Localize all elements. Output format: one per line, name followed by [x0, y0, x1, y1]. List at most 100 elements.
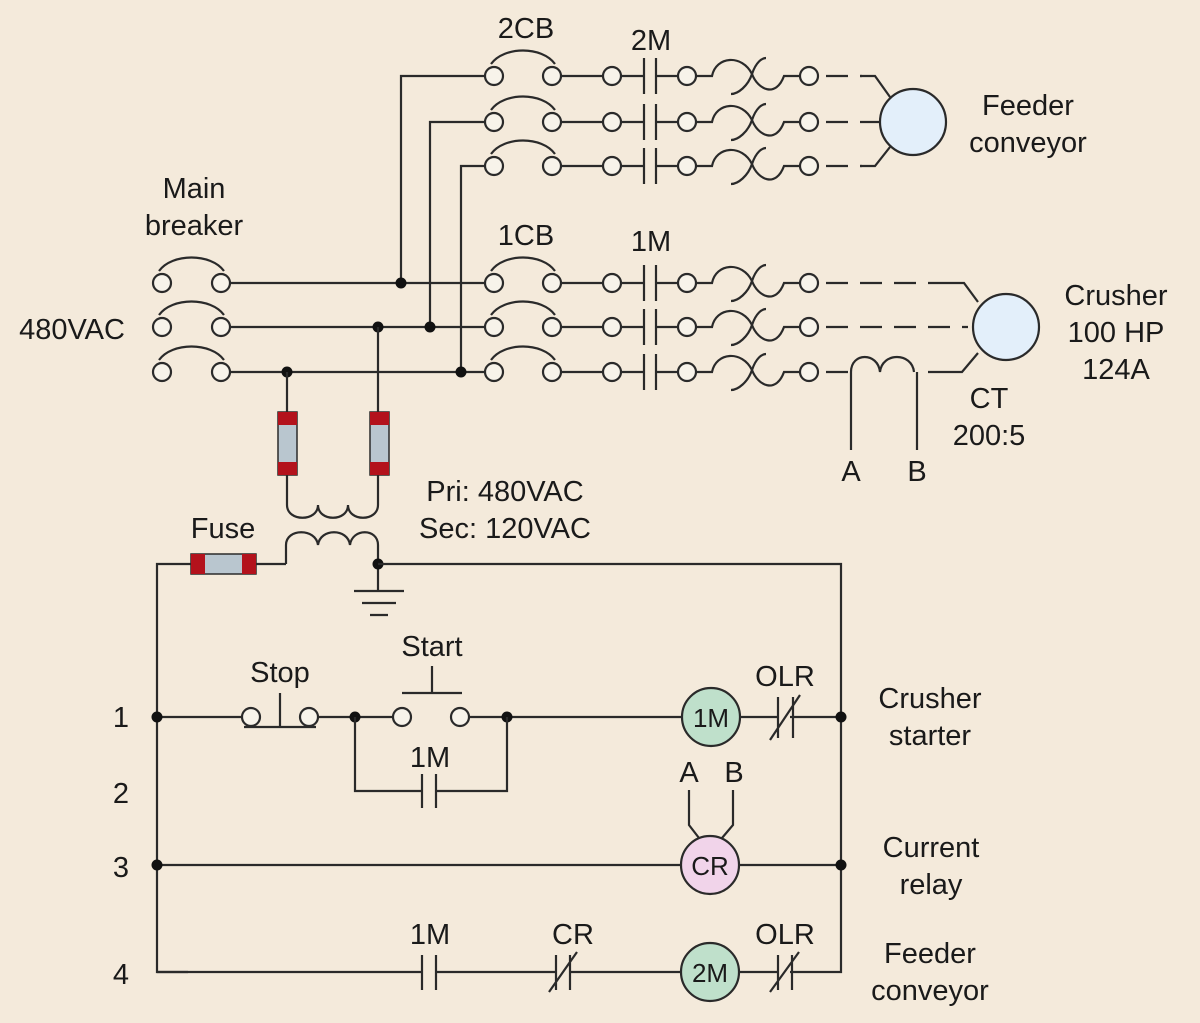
- control-fuse: [190, 553, 257, 575]
- rung-number-3: 3: [113, 852, 129, 884]
- junction-dot: [151, 711, 163, 723]
- transformer-primary-label: Pri: 480VAC: [426, 476, 583, 508]
- coil-2m-label: 2M: [692, 958, 728, 988]
- main-breaker-label-2: breaker: [145, 210, 244, 242]
- main-buses: [230, 277, 484, 378]
- cr-lead-b-label: B: [724, 757, 743, 789]
- cr-leads: [687, 790, 735, 839]
- crusher-lead-1: [950, 281, 979, 303]
- rung-3-description-1: Current: [883, 832, 980, 864]
- feeder-overload-heater-3: [696, 146, 800, 186]
- ct-lead-a-label: A: [841, 456, 861, 488]
- olr-label-rung-4: OLR: [755, 919, 815, 951]
- feeder-overload-heater-2: [696, 102, 800, 142]
- start-button: [391, 666, 471, 728]
- control-transformer: Pri: 480VAC Sec: 120VAC Fuse: [190, 327, 591, 617]
- main-breaker-label-1: Main: [163, 173, 226, 205]
- supply-voltage-label: 480VAC: [19, 314, 125, 346]
- primary-fuse-1: [277, 411, 298, 476]
- olr-contact-rung-4: [769, 951, 800, 993]
- junction-dot: [395, 277, 407, 289]
- feeder-motor-lead-1: [860, 74, 891, 98]
- coil-1m: [680, 686, 742, 748]
- rung-3: CR A B Current relay: [151, 757, 980, 901]
- rung-4-description-2: conveyor: [871, 975, 989, 1007]
- stop-button: [240, 693, 320, 729]
- coil-cr: [679, 834, 741, 896]
- feeder-motor-lead-3: [860, 146, 891, 168]
- feeder-terminal-3: [798, 155, 820, 177]
- feeder-motor-label-2: conveyor: [969, 127, 1087, 159]
- junction-dot: [455, 366, 467, 378]
- ct-coil: [849, 356, 916, 373]
- feeder-breaker-pole-1: [483, 49, 563, 87]
- crusher-contactor-pole-3: [601, 354, 698, 390]
- crusher-branch: 1CB 1M A B CT 200:5 Crusher 100 HP 124A: [483, 220, 1168, 488]
- feeder-branch: 2CB 2M Feeder conveyor: [399, 13, 1087, 372]
- feeder-contactor-pole-2: [601, 104, 698, 140]
- olr-contact-rung-1: [769, 694, 801, 741]
- seal-in-wire: [353, 717, 509, 793]
- rung-4-description-1: Feeder: [884, 938, 976, 970]
- crusher-terminal-2: [798, 316, 820, 338]
- cr-lead-a-label: A: [679, 757, 699, 789]
- transformer-secondary-winding: [284, 531, 380, 564]
- junction-dot: [424, 321, 436, 333]
- coil-cr-label: CR: [691, 851, 729, 881]
- ct-ratio-label: 200:5: [953, 420, 1026, 452]
- rung-4: 1M CR 2M OLR Feeder conveyor: [157, 919, 989, 1007]
- contactor-1m-label: 1M: [631, 226, 671, 258]
- feeder-tap-l3: [459, 164, 494, 372]
- junction-dot: [151, 859, 163, 871]
- transformer-secondary-label: Sec: 120VAC: [419, 513, 591, 545]
- crusher-lead-3b: [928, 352, 979, 374]
- rung-number-2: 2: [113, 778, 129, 810]
- feeder-contactor-pole-3: [601, 148, 698, 184]
- current-transformer: A B CT 200:5: [841, 356, 1026, 488]
- crusher-contactor-pole-1: [601, 265, 698, 301]
- coil-2m: [679, 941, 741, 1003]
- crusher-motor-label-1: Crusher: [1064, 280, 1167, 312]
- crusher-breaker-pole-1: [483, 256, 563, 294]
- contactor-2m-label: 2M: [631, 25, 671, 57]
- contact-1m-rung-4: [420, 955, 438, 990]
- crusher-overload-heater-2: [696, 307, 800, 347]
- main-breaker-pole-2: [151, 300, 232, 338]
- feeder-contactor-pole-1: [601, 58, 698, 94]
- primary-fuse-2: [369, 411, 390, 476]
- olr-label-rung-1: OLR: [755, 661, 815, 693]
- breaker-2cb-label: 2CB: [498, 13, 554, 45]
- rung-1: Stop Start 1M OLR Crusher starter: [151, 631, 982, 752]
- crusher-contactor-pole-2: [601, 309, 698, 345]
- start-label: Start: [401, 631, 462, 663]
- contact-cr-nc-rung-4: [548, 951, 578, 993]
- feeder-terminal-2: [798, 111, 820, 133]
- rung-number-1: 1: [113, 702, 129, 734]
- transformer-primary-winding: [285, 475, 380, 519]
- ground-icon: [354, 589, 404, 617]
- seal-in-contact-1m: [420, 774, 438, 808]
- junction-dot: [835, 711, 847, 723]
- crusher-motor-label-2: 100 HP: [1068, 317, 1165, 349]
- crusher-overload-heater-1: [696, 263, 800, 303]
- feeder-breaker-pole-2: [483, 95, 563, 133]
- feeder-overload-heater-1: [696, 56, 800, 96]
- crusher-motor-label-3: 124A: [1082, 354, 1150, 386]
- rung-number-4: 4: [113, 959, 129, 991]
- feeder-terminal-1: [798, 65, 820, 87]
- feeder-tap-l1: [399, 74, 494, 283]
- rung-2: 1M: [353, 717, 509, 808]
- contact-cr-label-rung-4: CR: [552, 919, 594, 951]
- crusher-breaker-pole-2: [483, 300, 563, 338]
- crusher-overload-heater-3: [696, 352, 800, 392]
- breaker-1cb-label: 1CB: [498, 220, 554, 252]
- right-rail: [378, 562, 843, 974]
- feeder-conveyor-motor: [878, 87, 948, 157]
- junction-dot: [835, 859, 847, 871]
- feeder-motor-label-1: Feeder: [982, 90, 1074, 122]
- contact-1m-label-rung-4: 1M: [410, 919, 450, 951]
- control-fuse-label: Fuse: [191, 513, 255, 545]
- rung-3-description-2: relay: [900, 869, 963, 901]
- coil-1m-label: 1M: [693, 703, 729, 733]
